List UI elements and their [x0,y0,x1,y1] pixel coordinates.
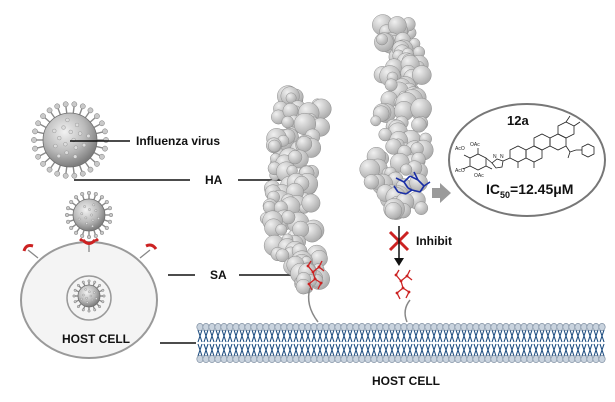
host-cell-receptors [22,238,158,259]
ligand-12a-bound [393,171,431,195]
svg-text:AcO: AcO [455,146,465,152]
svg-text:OAc: OAc [470,142,480,148]
inhibit-icon [388,226,410,266]
sa-label: SA [210,268,227,282]
influenza-virus-icon [31,101,109,179]
ha-label: HA [205,173,223,187]
compound-callout [448,103,606,217]
compound-12a-structure-icon [462,115,595,171]
host-cell-inner-label: HOST CELL [62,332,130,346]
host-cell-membrane [196,323,608,363]
ha-protein-structure [259,85,332,295]
pointer-arrow-icon [432,183,451,203]
influenza-virus-label: Influenza virus [136,134,221,148]
sa-glycan-bound [306,260,325,291]
svg-text:N: N [493,154,497,160]
ic50-label: IC50=12.45μM [486,181,573,200]
internalized-virus-icon [72,279,106,313]
sa-glycan-free [394,269,413,300]
svg-text:AcO: AcO [455,168,465,174]
svg-text:OAc: OAc [474,173,484,179]
svg-text:N: N [500,154,504,160]
compound-name-label: 12a [507,113,529,128]
ic50-prefix: IC [486,181,500,197]
inhibit-label: Inhibit [416,234,452,248]
small-virus-icon [64,190,114,245]
ha-stalks [307,287,411,323]
ha-protein-inhibited-structure [359,14,434,220]
host-cell-membrane-label: HOST CELL [372,374,440,388]
ic50-value: =12.45μM [510,181,574,197]
ic50-subscript: 50 [500,189,511,200]
